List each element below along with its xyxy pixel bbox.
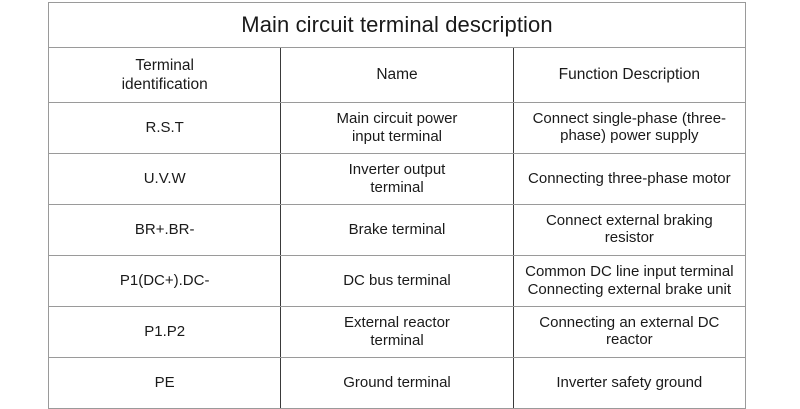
cell-terminal-identification: R.S.T bbox=[47, 102, 282, 154]
table-header-row: Terminal identification Name Function De… bbox=[47, 47, 747, 103]
cell-function-description: Connect single-phase (three-phase) power… bbox=[512, 102, 747, 154]
cell-line: Common DC line input terminal bbox=[525, 262, 734, 280]
cell-terminal-identification: BR+.BR- bbox=[47, 204, 282, 256]
cell-line: External reactor bbox=[344, 313, 450, 331]
cell-line: R.S.T bbox=[145, 118, 184, 136]
cell-function-description: Common DC line input terminal Connecting… bbox=[512, 255, 747, 307]
column-header-line: identification bbox=[121, 75, 208, 93]
table-row: P1.P2 External reactor terminal Connecti… bbox=[47, 306, 747, 358]
cell-line: DC bus terminal bbox=[343, 271, 451, 289]
cell-line: P1(DC+).DC- bbox=[119, 271, 210, 289]
table-row: R.S.T Main circuit power input terminal … bbox=[47, 102, 747, 154]
cell-line: Connecting external brake unit bbox=[527, 280, 732, 298]
column-header-function-description: Function Description bbox=[512, 47, 747, 103]
table-row: BR+.BR- Brake terminal Connect external … bbox=[47, 204, 747, 256]
cell-name: Main circuit power input terminal bbox=[280, 102, 514, 154]
cell-terminal-identification: U.V.W bbox=[47, 153, 282, 205]
table-row: U.V.W Inverter output terminal Connectin… bbox=[47, 153, 747, 205]
cell-line: Connect single-phase (three-phase) power… bbox=[532, 110, 727, 144]
table-row: PE Ground terminal Inverter safety groun… bbox=[47, 357, 747, 409]
table-title: Main circuit terminal description bbox=[48, 2, 746, 48]
cell-name: Ground terminal bbox=[280, 357, 514, 409]
cell-line: BR+.BR- bbox=[134, 220, 195, 238]
column-header-line: Function Description bbox=[558, 66, 700, 84]
cell-terminal-identification: PE bbox=[47, 357, 282, 409]
cell-line: Connecting three-phase motor bbox=[528, 169, 731, 187]
cell-line: Main circuit power bbox=[336, 109, 458, 127]
cell-function-description: Connecting three-phase motor bbox=[512, 153, 747, 205]
cell-line: input terminal bbox=[351, 127, 443, 145]
cell-terminal-identification: P1(DC+).DC- bbox=[47, 255, 282, 307]
cell-name: Brake terminal bbox=[280, 204, 514, 256]
cell-line: terminal bbox=[370, 178, 424, 196]
column-header-terminal-identification: Terminal identification bbox=[47, 47, 282, 103]
column-header-name: Name bbox=[280, 47, 514, 103]
cell-line: Inverter output bbox=[348, 160, 446, 178]
cell-name: External reactor terminal bbox=[280, 306, 514, 358]
table-row: P1(DC+).DC- DC bus terminal Common DC li… bbox=[47, 255, 747, 307]
cell-function-description: Connecting an external DC reactor bbox=[512, 306, 747, 358]
cell-name: Inverter output terminal bbox=[280, 153, 514, 205]
cell-line: Brake terminal bbox=[348, 220, 446, 238]
cell-function-description: Connect external braking resistor bbox=[512, 204, 747, 256]
cell-line: Ground terminal bbox=[343, 373, 451, 391]
cell-line: PE bbox=[154, 373, 175, 391]
cell-function-description: Inverter safety ground bbox=[512, 357, 747, 409]
cell-line: U.V.W bbox=[143, 169, 186, 187]
cell-line: P1.P2 bbox=[144, 322, 186, 340]
cell-terminal-identification: P1.P2 bbox=[47, 306, 282, 358]
table-title-row: Main circuit terminal description bbox=[48, 2, 746, 48]
main-circuit-terminal-table: Main circuit terminal description Termin… bbox=[47, 2, 747, 409]
table-body: Main circuit terminal description Termin… bbox=[47, 2, 747, 409]
cell-line: Connecting an external DC reactor bbox=[539, 314, 720, 348]
cell-line: Inverter safety ground bbox=[556, 373, 703, 391]
cell-line: Connect external braking resistor bbox=[545, 212, 713, 246]
cell-line: terminal bbox=[370, 331, 424, 349]
column-header-line: Terminal bbox=[135, 57, 194, 75]
column-header-line: Name bbox=[376, 66, 418, 84]
cell-name: DC bus terminal bbox=[280, 255, 514, 307]
